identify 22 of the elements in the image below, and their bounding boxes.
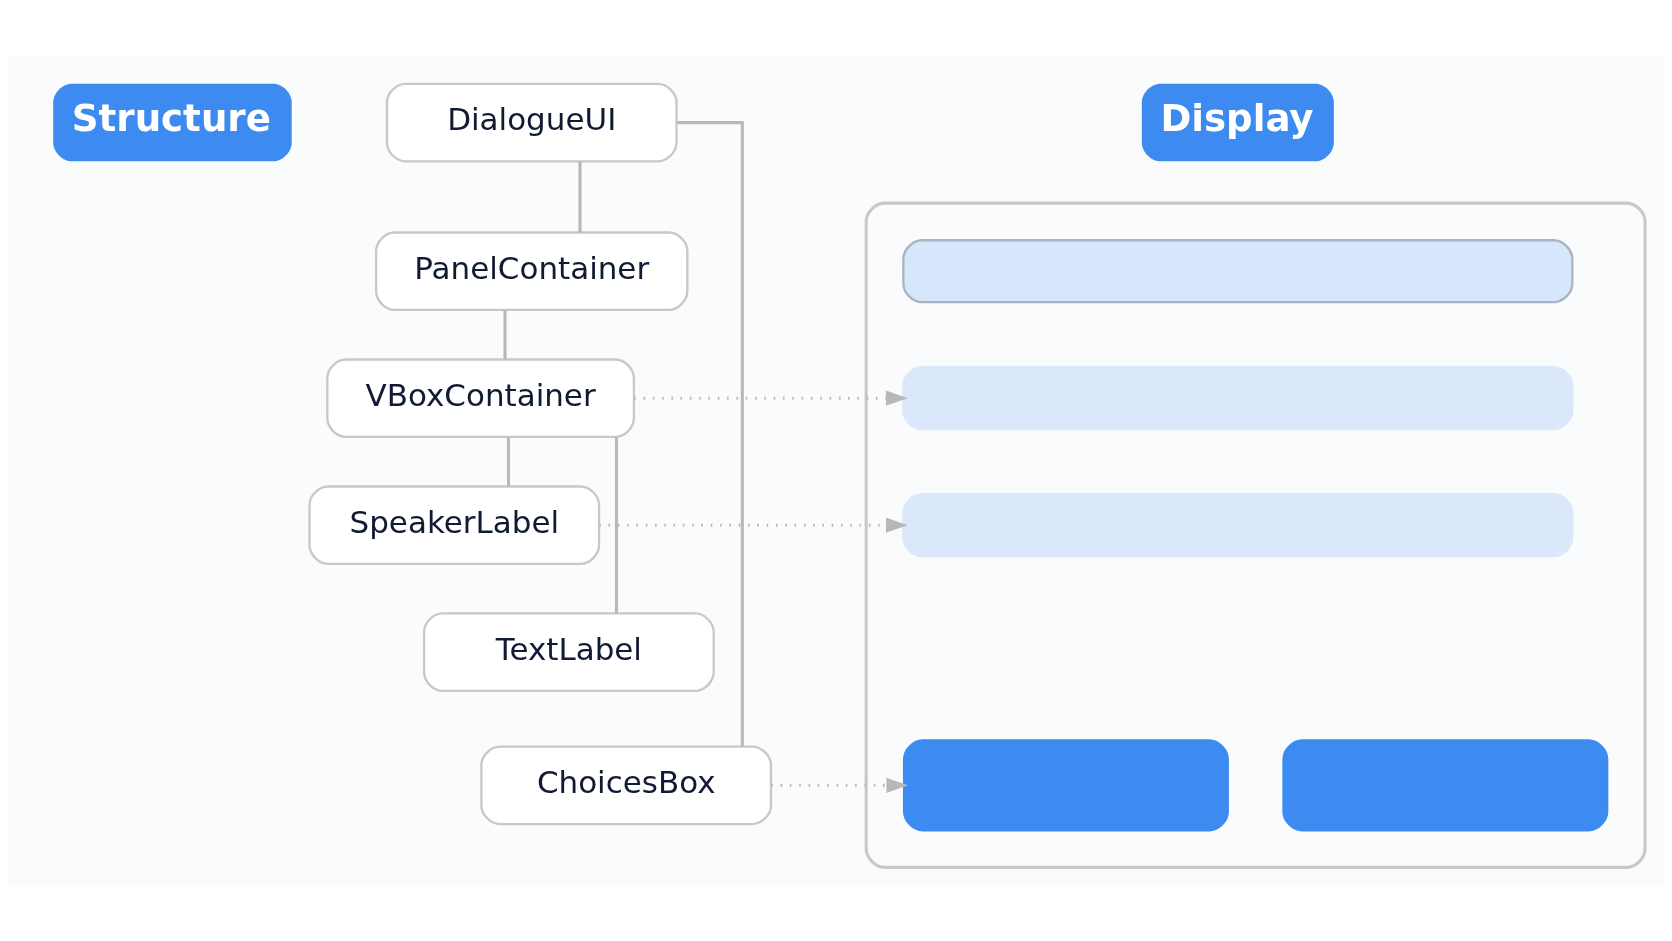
arrow: [634, 390, 908, 406]
label: Display: [1160, 96, 1314, 140]
connector: [503, 309, 507, 359]
connector: [578, 161, 582, 232]
node-box: SpeakerLabel: [308, 484, 601, 565]
node-box: VBoxContainer: [326, 357, 636, 438]
arrow: [599, 517, 908, 533]
node-bar: [902, 238, 1574, 303]
label: Structure: [71, 96, 271, 140]
node-bar: [902, 492, 1574, 557]
node-box: [1282, 738, 1609, 831]
node-box: ChoicesBox: [480, 744, 773, 825]
node-bar: [902, 365, 1574, 430]
connector: [614, 436, 619, 613]
node-box: [902, 738, 1229, 831]
node-box: PanelContainer: [374, 230, 689, 311]
cluster: [864, 201, 1647, 869]
node-box: TextLabel: [422, 611, 715, 692]
connector: [676, 120, 744, 746]
arrow: [771, 777, 909, 793]
connector: [506, 436, 511, 486]
node-box: DialogueUI: [385, 82, 678, 162]
